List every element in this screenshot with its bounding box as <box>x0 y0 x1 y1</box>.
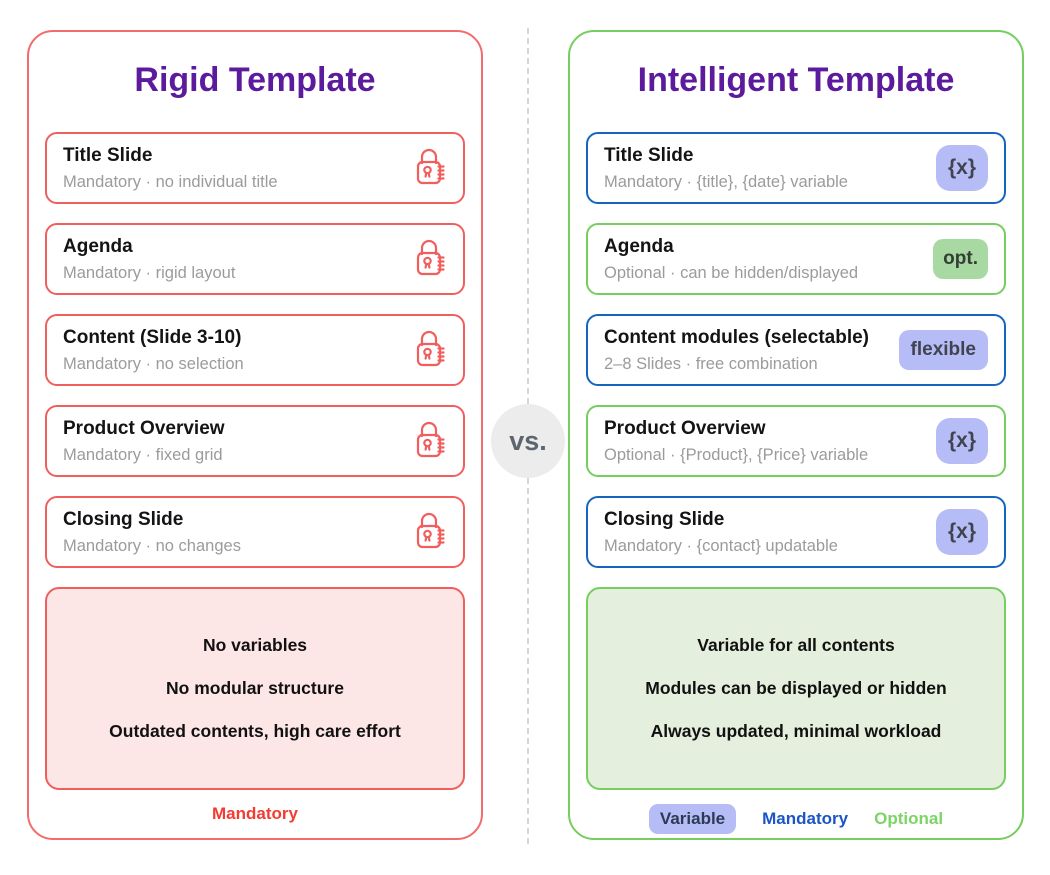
curly-braces-x-badge: {x} <box>936 145 988 191</box>
intelligent-template-panel: Intelligent Template Title Slide Mandato… <box>568 30 1024 840</box>
lock-icon <box>411 509 447 556</box>
module-card-product-overview: Product Overview Optional · {Product}, {… <box>586 405 1006 477</box>
card-subtitle: Mandatory · no selection <box>63 354 244 373</box>
optional-badge: opt. <box>933 239 988 279</box>
card-texts: Title Slide Mandatory · {title}, {date} … <box>604 144 848 193</box>
card-title: Content modules (selectable) <box>604 326 869 348</box>
card-title: Product Overview <box>604 417 766 439</box>
rigid-template-title: Rigid Template <box>134 61 376 99</box>
lock-icon <box>411 145 447 192</box>
intelligent-summary-box: Variable for all contents Modules can be… <box>586 587 1006 790</box>
card-subtitle: Mandatory · rigid layout <box>63 263 236 282</box>
card-texts: Closing Slide Mandatory · no changes <box>63 508 241 557</box>
card-subtitle: Mandatory · {contact} updatable <box>604 536 838 555</box>
card-texts: Product Overview Optional · {Product}, {… <box>604 417 868 466</box>
card-title: Agenda <box>604 235 674 257</box>
card-title: Title Slide <box>63 144 153 166</box>
flexible-badge: flexible <box>898 330 988 370</box>
card-texts: Content modules (selectable) 2–8 Slides … <box>604 326 869 375</box>
card-title: Closing Slide <box>604 508 725 530</box>
curly-braces-x-badge: {x} <box>936 418 988 464</box>
lock-icon <box>411 236 447 283</box>
card-subtitle: Optional · {Product}, {Price} variable <box>604 445 869 464</box>
card-subtitle: Mandatory · no individual title <box>63 172 278 191</box>
legend-variable-label: Variable <box>648 804 737 834</box>
module-card-agenda: Agenda Mandatory · rigid layout <box>45 223 465 295</box>
card-texts: Product Overview Mandatory · fixed grid <box>63 417 225 466</box>
lock-icon <box>411 327 447 374</box>
card-texts: Title Slide Mandatory · no individual ti… <box>63 144 278 193</box>
card-title: Content (Slide 3-10) <box>63 326 242 348</box>
summary-line: Outdated contents, high care effort <box>109 721 401 741</box>
summary-line: Variable for all contents <box>697 635 895 655</box>
rigid-template-panel: Rigid Template Title Slide Mandatory · n… <box>27 30 483 840</box>
card-subtitle: Mandatory · {title}, {date} variable <box>604 172 848 191</box>
curly-braces-x-badge: {x} <box>936 509 988 555</box>
card-subtitle: Mandatory · fixed grid <box>63 445 223 464</box>
module-card-agenda: Agenda Optional · can be hidden/displaye… <box>586 223 1006 295</box>
module-card-content: Content (Slide 3-10) Mandatory · no sele… <box>45 314 465 386</box>
card-subtitle: 2–8 Slides · free combination <box>604 354 818 373</box>
card-subtitle: Optional · can be hidden/displayed <box>604 263 859 282</box>
module-card-content-modules: Content modules (selectable) 2–8 Slides … <box>586 314 1006 386</box>
card-title: Closing Slide <box>63 508 184 530</box>
card-subtitle: Mandatory · no changes <box>63 536 241 555</box>
module-card-title-slide: Title Slide Mandatory · no individual ti… <box>45 132 465 204</box>
intelligent-legend: Variable Mandatory Optional <box>586 804 1006 834</box>
rigid-legend: Mandatory <box>45 804 465 824</box>
card-texts: Agenda Mandatory · rigid layout <box>63 235 235 284</box>
card-texts: Content (Slide 3-10) Mandatory · no sele… <box>63 326 244 375</box>
legend-mandatory-label: Mandatory <box>212 804 298 823</box>
module-card-closing-slide: Closing Slide Mandatory · {contact} upda… <box>586 496 1006 568</box>
module-card-product-overview: Product Overview Mandatory · fixed grid <box>45 405 465 477</box>
lock-icon <box>411 418 447 465</box>
module-card-title-slide: Title Slide Mandatory · {title}, {date} … <box>586 132 1006 204</box>
card-texts: Agenda Optional · can be hidden/displaye… <box>604 235 858 284</box>
summary-line: Always updated, minimal workload <box>650 721 942 741</box>
card-title: Title Slide <box>604 144 694 166</box>
summary-line: No modular structure <box>166 678 344 698</box>
legend-optional-label: Optional <box>874 809 944 828</box>
card-title: Product Overview <box>63 417 225 439</box>
intelligent-template-title: Intelligent Template <box>637 61 955 99</box>
legend-mandatory-label: Mandatory <box>762 809 849 828</box>
module-card-closing-slide: Closing Slide Mandatory · no changes <box>45 496 465 568</box>
rigid-summary-box: No variables No modular structure Outdat… <box>45 587 465 790</box>
vs-badge: vs. <box>491 404 565 478</box>
card-texts: Closing Slide Mandatory · {contact} upda… <box>604 508 838 557</box>
summary-line: No variables <box>202 635 308 655</box>
summary-line: Modules can be displayed or hidden <box>645 678 947 698</box>
card-title: Agenda <box>63 235 133 257</box>
